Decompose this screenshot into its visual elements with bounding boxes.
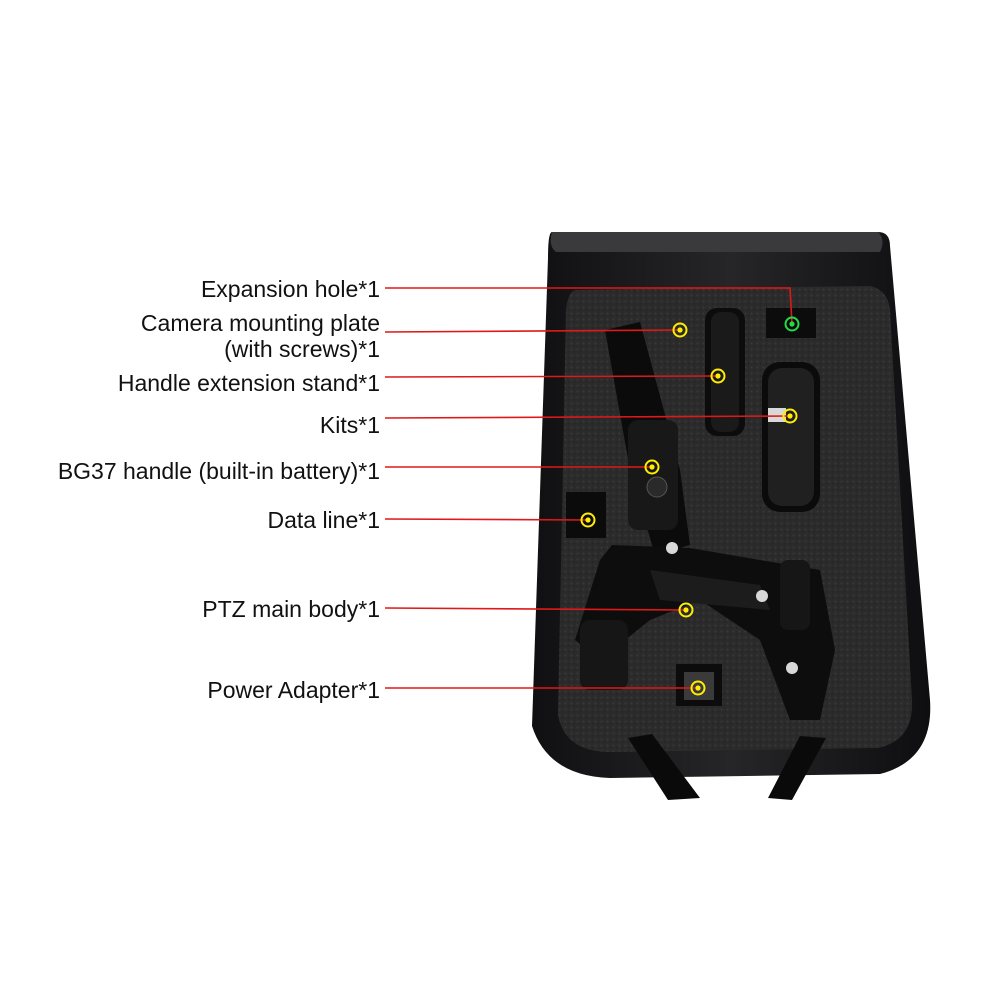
marker-dot-ptz [678, 602, 694, 618]
callout-label-bg37-handle: BG37 handle (built-in battery)*1 [57, 458, 380, 484]
callout-label-ptz-main-body: PTZ main body*1 [202, 596, 380, 622]
marker-dot-kits [782, 408, 798, 424]
callout-label-camera-mounting-plate-line2: (with screws)*1 [224, 336, 380, 362]
leader-line-ptz [384, 607, 687, 611]
marker-dot-handle [644, 459, 660, 475]
callout-label-expansion-hole: Expansion hole*1 [200, 276, 380, 302]
leader-line-stand [384, 375, 719, 378]
bottom-strap [628, 734, 826, 800]
marker-dot-power [690, 680, 706, 696]
callout-label-power-adapter: Power Adapter*1 [207, 677, 380, 703]
gimbal-handle [605, 322, 690, 555]
callout-label-handle-extension-stand: Handle extension stand*1 [117, 370, 380, 396]
marker-dot-data [580, 512, 596, 528]
kits-pouch [762, 362, 820, 512]
power-adapter-slot [676, 664, 722, 706]
data-line-slot [566, 492, 606, 538]
marker-dot-plate [672, 322, 688, 338]
leader-line-plate [384, 329, 681, 333]
callout-label-camera-mounting-plate-line1: Camera mounting plate [140, 310, 380, 336]
callout-leader-lines [384, 287, 793, 689]
callout-label-camera-mounting-plate: Camera mounting plate (with screws)*1 [141, 310, 380, 362]
marker-dot-expansion [784, 316, 800, 332]
leader-line-kits [384, 415, 791, 419]
callout-label-data-line: Data line*1 [267, 507, 380, 533]
extension-stand [705, 308, 745, 436]
leader-line-data [384, 518, 589, 521]
gimbal-body [575, 542, 835, 720]
callout-markers [580, 316, 800, 696]
marker-dot-stand [710, 368, 726, 384]
leader-line-expansion [385, 287, 793, 325]
callout-label-kits: Kits*1 [319, 412, 380, 438]
